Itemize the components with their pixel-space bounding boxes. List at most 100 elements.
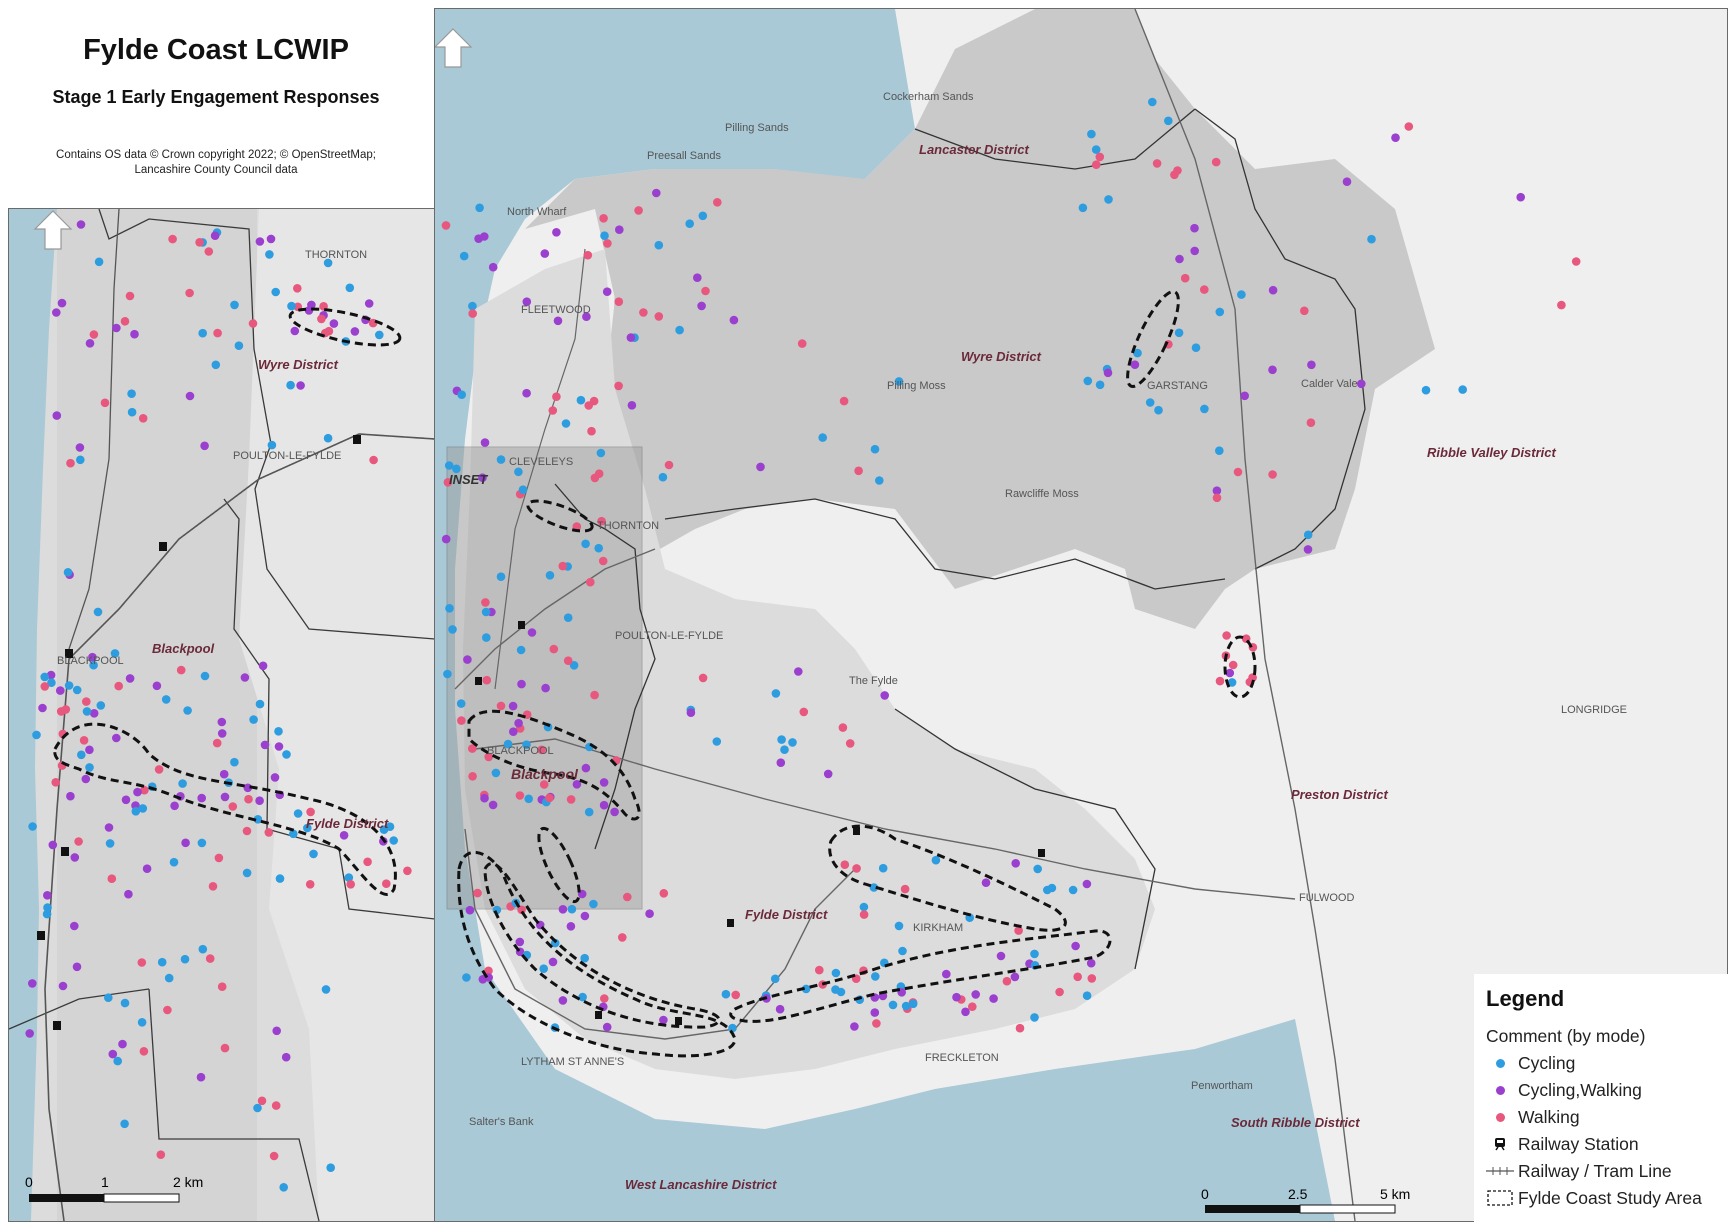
inset-stations <box>37 435 361 1030</box>
cycling-dot <box>289 829 298 839</box>
walking-dot <box>900 884 910 894</box>
inset-label-poulton: POULTON-LE-FYLDE <box>233 450 341 462</box>
legend-title: Legend <box>1486 986 1565 1011</box>
cycling-dot <box>584 807 594 817</box>
railway-station-icon <box>159 542 167 551</box>
walking-dot <box>484 966 493 976</box>
cycling-walking-dot <box>515 937 525 947</box>
label-pilling-sands: Pilling Sands <box>725 122 789 134</box>
main-study-area-south <box>463 249 1155 1079</box>
cycling-dot <box>567 904 577 914</box>
walking-dot <box>242 826 252 836</box>
main-boundary-ribble <box>1194 108 1366 570</box>
cycling-walking-dot <box>112 323 121 333</box>
cycling-dot <box>161 695 171 704</box>
cycling-dot <box>1154 405 1163 415</box>
cycling-dot <box>253 1103 262 1113</box>
label-the-fylde: The Fylde <box>849 675 898 687</box>
walking-dot <box>597 516 606 526</box>
cycling-walking-dot <box>1357 379 1366 389</box>
walking-dot <box>590 473 600 483</box>
legend-subtitle: Comment (by mode) <box>1486 1026 1646 1046</box>
label-fulwood: FULWOOD <box>1299 892 1354 904</box>
main-focus-area-marton <box>537 826 581 904</box>
cycling-dot <box>282 750 291 759</box>
main-focus-area-lytham-outer <box>457 850 737 1058</box>
cycling-walking-dot <box>1175 254 1184 264</box>
cycling-dot <box>594 543 603 553</box>
main-railway-poulton <box>454 548 656 690</box>
main-labels: Cockerham Sands Lancaster District Pilli… <box>449 91 1627 1192</box>
cycling-dot <box>267 440 277 450</box>
cycling-walking-dot <box>645 909 654 918</box>
cycling-dot <box>475 203 484 213</box>
cycling-dot <box>389 836 399 845</box>
cycling-walking-dot <box>488 800 498 810</box>
walking-dot <box>515 791 525 800</box>
cycling-walking-dot <box>219 769 229 779</box>
walking-dot <box>403 866 412 876</box>
cycling-dot <box>931 855 941 865</box>
cycling-walking-dot <box>697 301 706 311</box>
cycling-walking-dot <box>133 787 142 797</box>
cycling-walking-dot <box>989 994 998 1003</box>
main-boundary-preston <box>894 708 1156 970</box>
cycling-walking-dot <box>185 391 195 401</box>
cycling-walking-dot <box>240 673 250 682</box>
cycling-dot <box>120 998 130 1008</box>
walking-dot <box>154 765 164 774</box>
cycling-walking-dot <box>522 388 531 398</box>
cycling-walking-dot <box>57 298 67 308</box>
cycling-dot <box>198 944 208 954</box>
cycling-dot <box>675 325 684 335</box>
cycling-dot <box>859 902 869 912</box>
cycling-dot <box>274 727 283 736</box>
cycling-walking-dot <box>996 951 1006 961</box>
cycling-walking-dot <box>255 237 265 246</box>
label-longridge: LONGRIDGE <box>1561 704 1627 716</box>
walking-dot <box>563 656 573 665</box>
legend-item-study-area: Fylde Coast Study Area <box>1486 1187 1728 1209</box>
cycling-walking-dot <box>142 864 152 873</box>
walking-dot <box>468 309 477 318</box>
cycling-dot <box>77 750 86 760</box>
walking-dot <box>457 716 466 725</box>
walking-dot <box>114 681 123 691</box>
walking-dot <box>583 250 593 260</box>
cycling-dot <box>157 957 167 967</box>
cycling-walking-dot <box>43 891 52 900</box>
label-cleveleys: CLEVELEYS <box>509 456 573 468</box>
walking-dot <box>1015 1023 1025 1033</box>
cycling-walking-dot <box>25 1029 34 1038</box>
cycling-walking-dot <box>627 401 637 410</box>
cycling-dot <box>712 737 722 746</box>
cycling-walking-dot <box>572 780 582 789</box>
cycling-walking-dot <box>552 228 561 237</box>
cycling-walking-dot <box>488 262 498 272</box>
cycling-dot <box>448 625 457 634</box>
cycling-walking-dot <box>509 727 518 736</box>
cycling-dot <box>131 807 141 816</box>
cycling-dot <box>293 809 303 818</box>
inset-focus-area-blackpool <box>53 722 397 896</box>
cycling-dot <box>85 763 94 772</box>
walking-dot <box>1571 257 1581 266</box>
cycling-dot <box>482 633 491 642</box>
label-fylde-district: Fylde District <box>745 907 828 922</box>
cycling-dot <box>1133 348 1142 358</box>
main-focus-area-thornton <box>526 499 594 533</box>
main-focus-area-blackpool <box>467 709 641 821</box>
cycling-dot <box>1104 195 1113 204</box>
cycling-dot <box>452 464 461 474</box>
cycling-dot <box>249 715 258 724</box>
cycling-walking-dot <box>210 231 220 240</box>
cycling-walking-dot <box>961 1007 970 1017</box>
cycling-dot <box>908 999 918 1009</box>
label-rawcliffe-moss: Rawcliffe Moss <box>1005 488 1079 500</box>
cycling-dot <box>1174 328 1184 338</box>
cycling-dot <box>459 251 469 261</box>
inset-map[interactable]: THORNTON Wyre District POULTON-LE-FYLDE … <box>8 208 436 1222</box>
inset-railway <box>44 433 435 1221</box>
cycling-walking-dot <box>599 800 609 810</box>
cycling-walking-dot <box>125 674 135 683</box>
